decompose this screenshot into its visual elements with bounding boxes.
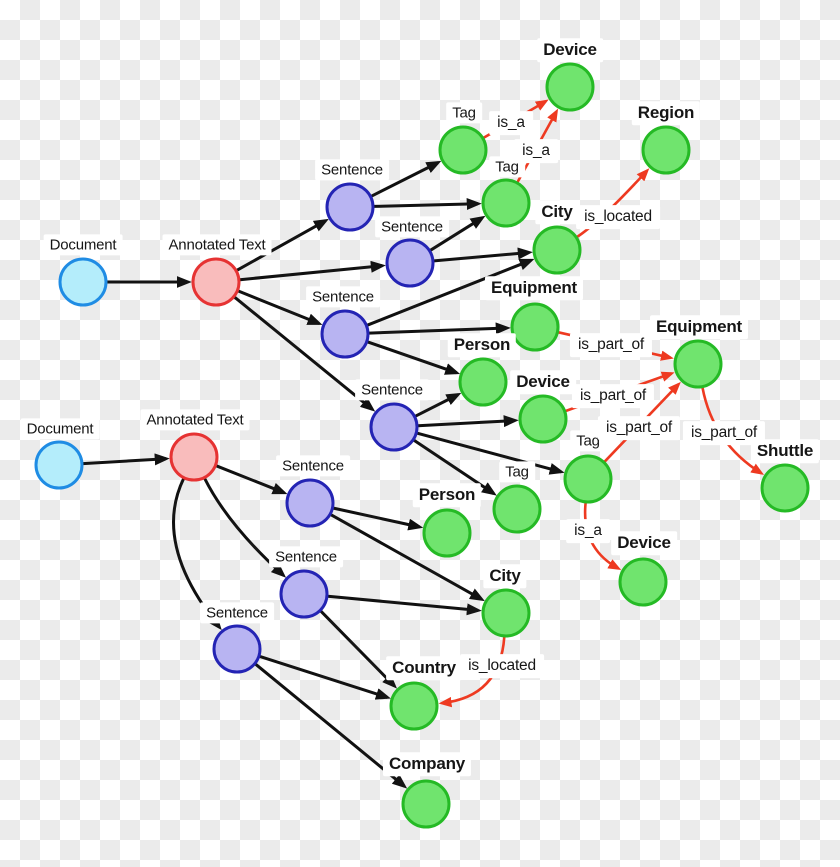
relation-edge-t1-dev_top [483, 99, 549, 139]
relation-edge-equip1-equip2 [558, 331, 674, 361]
entity-node-person2 [422, 508, 472, 558]
entity-node-equip2 [673, 339, 723, 389]
edge-sb2-country [319, 610, 398, 689]
sentence-node-sb3 [212, 624, 262, 674]
entity-node-city1 [532, 225, 582, 275]
entity-node-shuttle [760, 463, 810, 513]
entity-node-t3 [492, 484, 542, 534]
containment-edges-layer [82, 160, 565, 789]
nodes-layer [34, 62, 810, 829]
entity-node-region [641, 125, 691, 175]
entity-node-dev2 [618, 557, 668, 607]
relation-edge-t2-dev_top [516, 108, 559, 183]
edge-s3-city1 [366, 258, 535, 327]
entity-node-country [389, 681, 439, 731]
annotated-text-node-at2 [169, 432, 219, 482]
edge-s3-person1 [367, 340, 461, 375]
edge-at2-sb3 [172, 477, 222, 631]
entity-node-company [401, 779, 451, 829]
edge-s2-t2 [429, 215, 486, 252]
entity-node-city2 [481, 588, 531, 638]
edge-sb1-city2 [330, 513, 485, 602]
relation-edge-dev1-equip2 [565, 371, 675, 413]
sentence-node-s3 [320, 309, 370, 359]
annotated-text-node-at1 [191, 257, 241, 307]
edge-at1-s2 [239, 260, 386, 282]
edge-s2-city1 [433, 247, 533, 263]
entity-node-t1 [438, 125, 488, 175]
entity-node-dev1 [518, 394, 568, 444]
relation-edge-equip2-shuttle [701, 387, 765, 475]
edge-sb3-company [254, 663, 408, 789]
sentence-node-s2 [385, 238, 435, 288]
edge-sb1-person2 [333, 506, 424, 531]
entity-node-equip1 [510, 302, 560, 352]
edge-s3-equip1 [368, 322, 511, 335]
edge-at2-sb1 [215, 464, 288, 495]
sentence-node-s4 [369, 402, 419, 452]
relation-edge-t4-equip2 [603, 381, 681, 463]
edge-sb3-country [259, 654, 391, 700]
relation-edge-city1-region [576, 168, 650, 238]
edge-at1-s4 [233, 296, 376, 412]
edge-at1-s3 [237, 289, 323, 325]
sentence-node-sb1 [285, 478, 335, 528]
document-node-doc2 [34, 440, 84, 490]
edge-s4-t4 [416, 431, 565, 475]
edge-sb2-city2 [327, 594, 482, 616]
edge-at1-s1 [236, 218, 329, 272]
entity-node-person1 [458, 357, 508, 407]
relation-edge-city2-country [438, 636, 506, 708]
relation-edge-t4-dev2 [583, 502, 622, 571]
document-node-doc1 [58, 257, 108, 307]
edge-at2-sb2 [203, 477, 287, 578]
entity-node-dev_top [545, 62, 595, 112]
edge-doc2-at2 [82, 453, 170, 466]
entity-node-t2 [481, 178, 531, 228]
edge-s4-dev1 [417, 415, 519, 428]
edge-s4-person1 [414, 392, 462, 418]
edge-s4-t3 [413, 439, 497, 496]
edge-s1-t2 [373, 197, 482, 210]
entity-node-t4 [563, 454, 613, 504]
sentence-node-sb2 [279, 569, 329, 619]
sentence-node-s1 [325, 182, 375, 232]
edge-s1-t1 [370, 160, 442, 198]
